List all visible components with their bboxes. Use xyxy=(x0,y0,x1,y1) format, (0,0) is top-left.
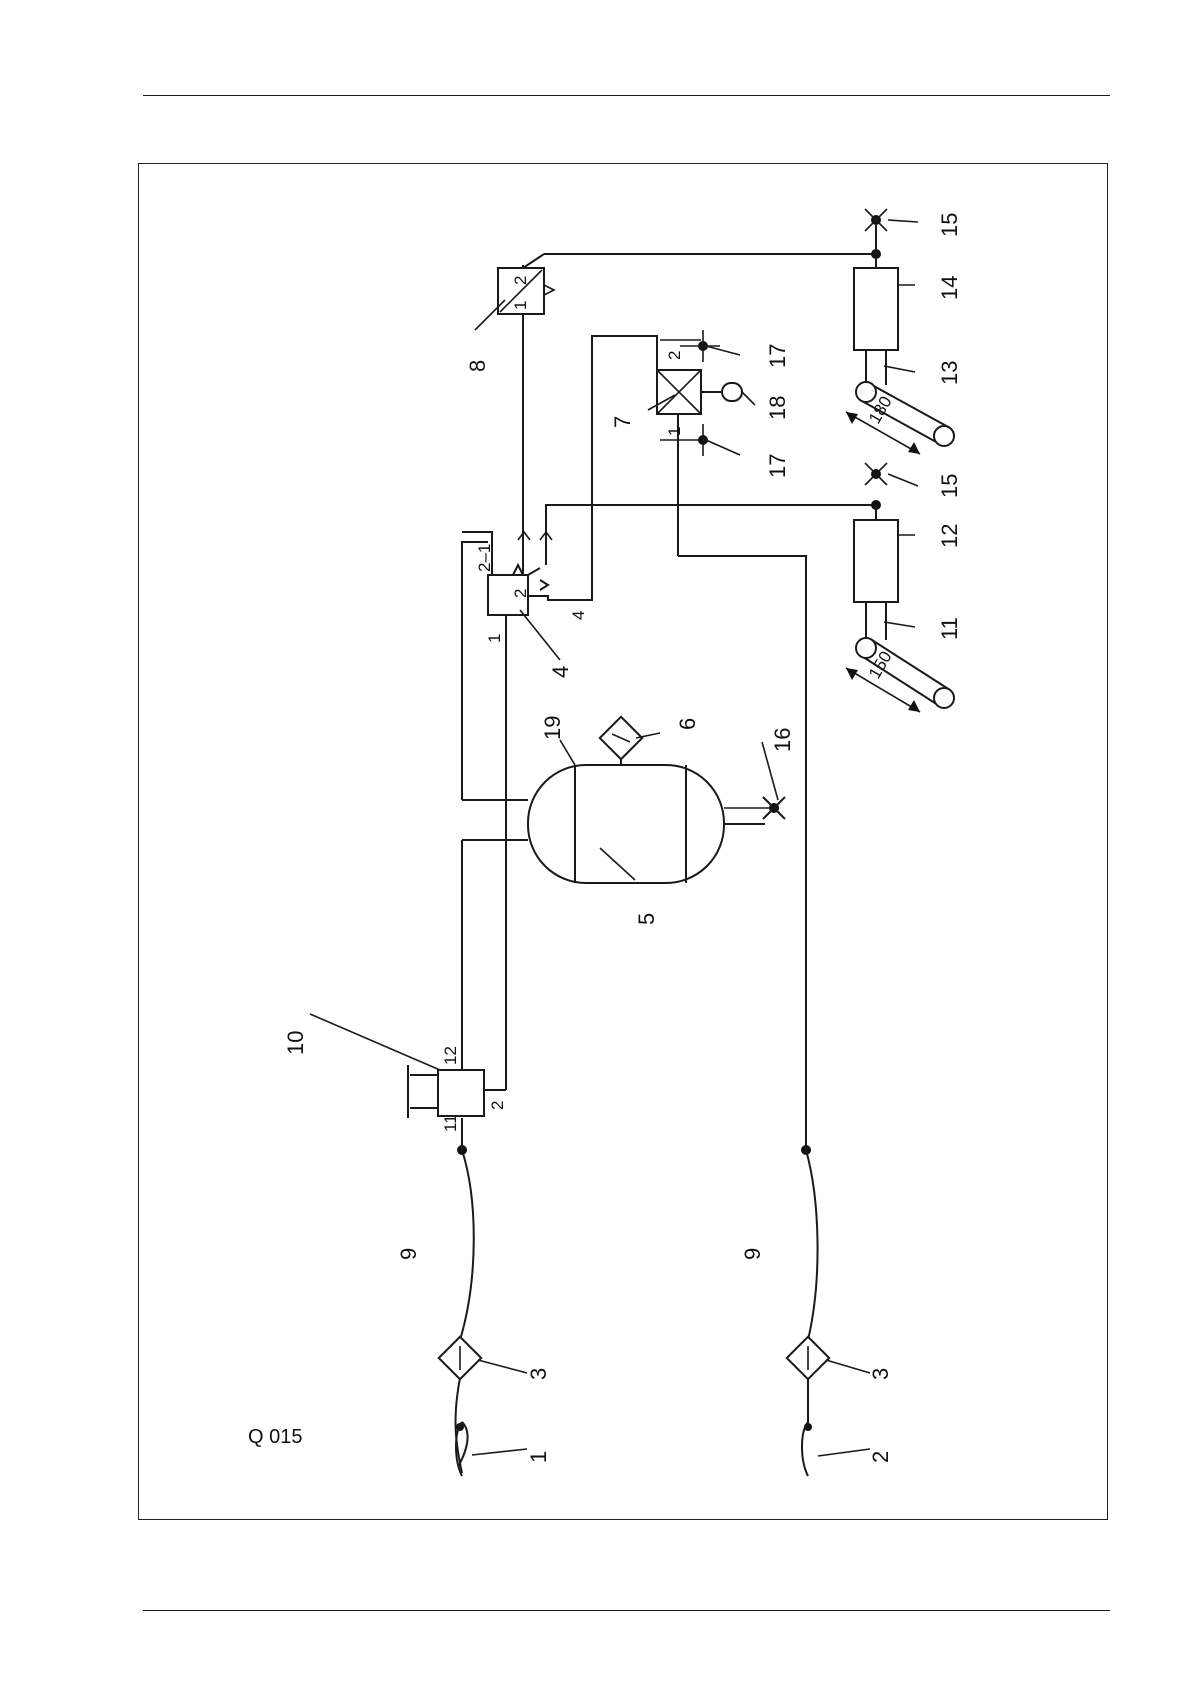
port-18 xyxy=(722,383,742,401)
label-3-lower: 3 xyxy=(868,1368,893,1380)
port-7-1: 1 xyxy=(665,427,684,436)
label-14: 14 xyxy=(937,276,962,300)
label-2: 2 xyxy=(868,1451,893,1463)
label-4: 4 xyxy=(548,666,573,678)
label-17-upper: 17 xyxy=(765,344,790,368)
label-19: 19 xyxy=(540,716,565,740)
label-10: 10 xyxy=(283,1031,308,1055)
filter-3-upper-icon xyxy=(439,1337,481,1379)
label-5: 5 xyxy=(634,913,659,925)
drain-valve-16 xyxy=(724,797,785,819)
plug-15-lower xyxy=(865,463,887,485)
label-9-lower: 9 xyxy=(740,1248,765,1260)
valve-4 xyxy=(462,336,657,620)
plug-17-upper xyxy=(680,330,720,362)
label-15-upper: 15 xyxy=(937,213,962,237)
figure-code: Q 015 xyxy=(248,1426,302,1448)
cylinder-14 xyxy=(854,249,898,385)
label-17-lower: 17 xyxy=(765,454,790,478)
safety-valve-6-icon xyxy=(600,717,642,765)
supply-line-1 xyxy=(456,1118,474,1473)
port-7-2: 2 xyxy=(665,351,684,360)
line-4-to-7 xyxy=(528,336,657,600)
label-18: 18 xyxy=(765,396,790,420)
cylinder-12 xyxy=(854,500,898,640)
port-4-2: 2 xyxy=(511,589,530,598)
label-16: 16 xyxy=(770,728,795,752)
port-10-12: 12 xyxy=(441,1046,460,1065)
hose-9-upper xyxy=(460,1150,474,1340)
label-8: 8 xyxy=(465,360,490,372)
label-11: 11 xyxy=(937,617,962,640)
label-15-lower: 15 xyxy=(937,474,962,498)
valve-8 xyxy=(498,254,876,314)
line-19-to-4 xyxy=(462,542,488,800)
port-4-4: 4 xyxy=(569,611,588,620)
port-8-2: 2 xyxy=(511,276,530,285)
label-6: 6 xyxy=(675,718,700,730)
label-1: 1 xyxy=(526,1451,551,1463)
valve-10 xyxy=(408,620,506,1118)
supply-line-2-lower xyxy=(801,1145,818,1431)
label-9-upper: 9 xyxy=(396,1248,421,1260)
label-3-upper: 3 xyxy=(526,1368,551,1380)
label-13: 13 xyxy=(937,361,962,385)
port-8-1: 1 xyxy=(511,301,530,310)
port-4-2-1: 2–1 xyxy=(475,544,494,572)
port-4-1: 1 xyxy=(485,634,504,643)
port-10-11: 11 xyxy=(441,1114,460,1132)
label-12: 12 xyxy=(937,524,962,548)
filter-3-lower-icon xyxy=(787,1337,829,1379)
label-7: 7 xyxy=(610,416,635,428)
plug-15-upper xyxy=(865,209,887,254)
reservoir-5 xyxy=(528,765,765,883)
hose-9-lower xyxy=(806,1150,818,1340)
port-10-2: 2 xyxy=(488,1101,507,1110)
